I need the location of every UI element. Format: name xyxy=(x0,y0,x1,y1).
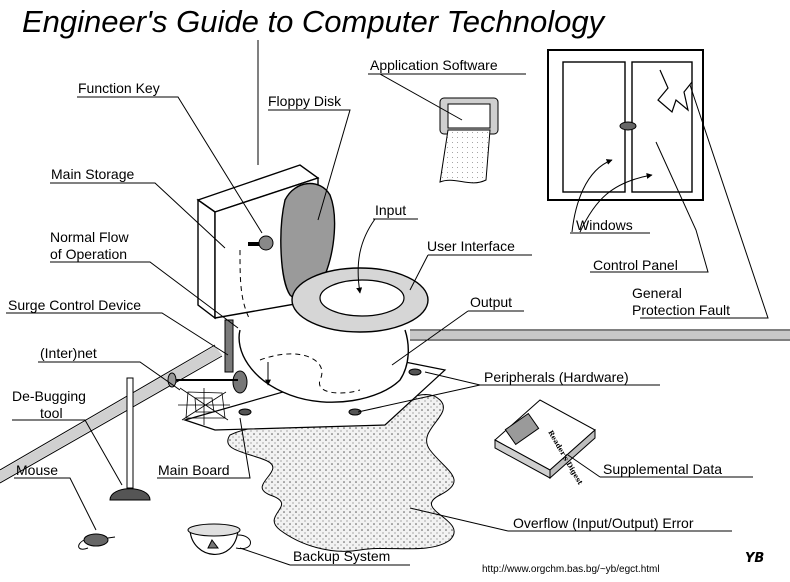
potty xyxy=(187,523,251,555)
toilet-paper-roll xyxy=(439,97,499,184)
label-main-storage: Main Storage xyxy=(51,166,134,182)
label-application-software: Application Software xyxy=(370,57,498,73)
label-internet: (Inter)net xyxy=(40,345,97,361)
label-output: Output xyxy=(470,294,512,310)
label-mouse: Mouse xyxy=(16,462,58,478)
surge-control-valve xyxy=(167,319,248,394)
plunger xyxy=(109,377,151,501)
footer-url: http://www.orgchm.bas.bg/~yb/egct.html xyxy=(482,564,660,575)
label-windows: Windows xyxy=(576,217,633,233)
label-floppy-disk: Floppy Disk xyxy=(268,93,342,109)
label-debugging-line1: De-Bugging xyxy=(12,388,86,404)
label-control-panel: Control Panel xyxy=(593,257,678,273)
label-normal-flow-line1: Normal Flow xyxy=(50,229,129,245)
label-input: Input xyxy=(375,202,406,218)
window xyxy=(547,49,704,201)
label-normal-flow-line2: of Operation xyxy=(50,246,127,262)
label-backup-system: Backup System xyxy=(293,548,390,564)
diagram-title: Engineer's Guide to Computer Technology xyxy=(22,4,607,39)
label-gpf-line2: Protection Fault xyxy=(632,302,730,318)
label-supplemental-data: Supplemental Data xyxy=(603,461,722,477)
label-surge-control: Surge Control Device xyxy=(8,297,141,313)
leader-lines xyxy=(6,73,769,566)
label-debugging-line2: tool xyxy=(40,405,63,421)
toilet-bowl xyxy=(238,267,429,403)
label-function-key: Function Key xyxy=(78,80,160,96)
label-user-interface: User Interface xyxy=(427,238,515,254)
spider-web xyxy=(178,387,230,425)
magazine-stack: Reader's Digest xyxy=(494,399,596,487)
footer-signature: YB xyxy=(745,551,764,566)
label-main-board: Main Board xyxy=(158,462,230,478)
label-gpf-line1: General xyxy=(632,285,682,301)
mouse-animal xyxy=(78,533,116,550)
label-overflow-error: Overflow (Input/Output) Error xyxy=(513,515,694,531)
label-peripherals: Peripherals (Hardware) xyxy=(484,369,629,385)
function-key-lever xyxy=(248,235,274,251)
